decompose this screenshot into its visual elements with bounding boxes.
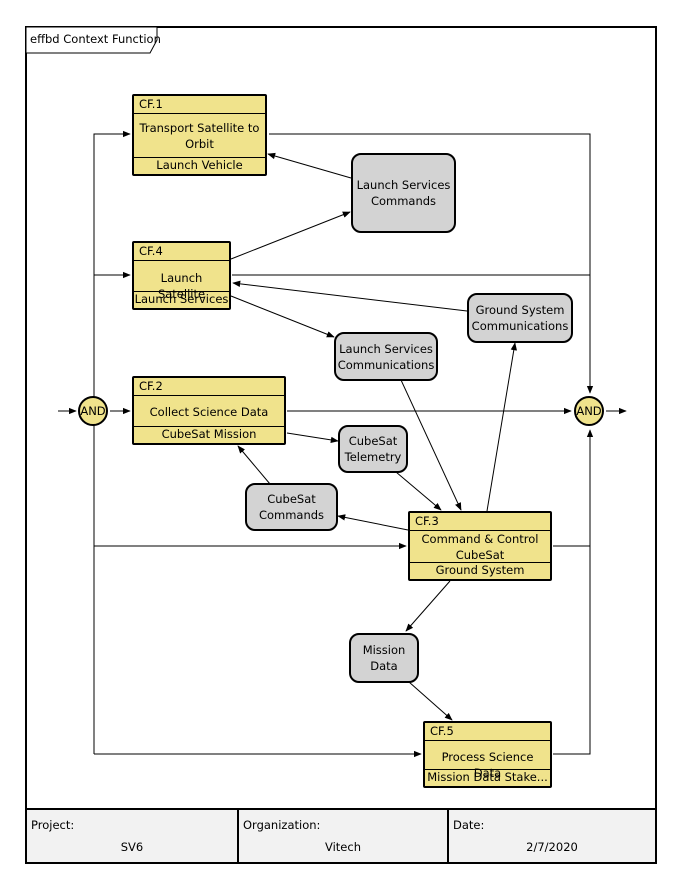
item-launch-services-communications[interactable]: Launch Services Communications	[334, 332, 438, 381]
lscomm-to-cf3	[400, 379, 462, 511]
cf2-to-telemetry	[286, 432, 339, 444]
cf3-to-gsc	[486, 342, 517, 512]
item-label-line2: Telemetry	[344, 450, 402, 464]
function-cf4[interactable]: CF.4 Launch Satellite Launch Services	[132, 241, 231, 310]
lsc-to-cf1	[267, 152, 352, 179]
and-node-right[interactable]: AND	[574, 396, 604, 426]
function-allocation: Ground System	[410, 562, 550, 579]
cf3-to-commands	[337, 514, 409, 531]
item-label-line2: Commands	[370, 194, 437, 208]
cf4-to-lscomm	[230, 295, 335, 338]
item-ground-system-communications[interactable]: Ground System Communications	[467, 293, 573, 343]
frame-title: effbd Context Function	[30, 32, 161, 46]
missiondata-to-cf5	[408, 681, 453, 721]
function-number: CF.2	[139, 379, 163, 393]
function-cf2[interactable]: CF.2 Collect Science Data CubeSat Missio…	[132, 376, 286, 445]
function-name-line1: Transport Satellite to	[139, 121, 260, 135]
diagram-footer: Project: SV6 Organization: Vitech Date: …	[25, 808, 657, 864]
item-label-line2: Commands	[258, 508, 325, 522]
function-cf3[interactable]: CF.3 Command & Control CubeSat Ground Sy…	[408, 511, 552, 581]
function-name: Collect Science Data	[149, 405, 269, 419]
organization-value: Vitech	[324, 840, 361, 854]
telemetry-to-cf3	[395, 471, 442, 511]
item-label-line1: Mission	[362, 643, 406, 657]
item-label-line1: CubeSat	[348, 434, 398, 448]
footer-organization: Organization: Vitech	[239, 810, 447, 862]
item-label-line1: Ground System	[475, 303, 565, 317]
function-number: CF.1	[139, 97, 163, 111]
project-value: SV6	[120, 840, 144, 854]
function-number: CF.3	[415, 514, 439, 528]
item-launch-services-commands[interactable]: Launch Services Commands	[351, 153, 456, 233]
function-allocation: Launch Services	[134, 291, 229, 306]
item-cubesat-commands[interactable]: CubeSat Commands	[245, 483, 338, 531]
cf3-to-and	[553, 429, 594, 547]
item-label-line1: Launch Services	[339, 341, 433, 356]
item-label-line2: Communications	[471, 319, 569, 333]
item-cubesat-telemetry[interactable]: CubeSat Telemetry	[338, 425, 408, 473]
cf4-to-lsc	[230, 211, 351, 260]
cf3-to-missiondata	[405, 580, 451, 632]
function-allocation: Launch Vehicle	[134, 157, 265, 174]
function-name-line1: Command & Control	[421, 532, 539, 546]
branch-to-cf1	[93, 130, 131, 396]
function-name-line2: Orbit	[185, 137, 214, 151]
item-mission-data[interactable]: Mission Data	[349, 633, 419, 683]
function-cf1[interactable]: CF.1 Transport Satellite to Orbit Launch…	[132, 94, 267, 176]
function-cf5[interactable]: CF.5 Process Science Data Mission Data S…	[423, 721, 552, 788]
function-allocation: Mission Data Stake...	[425, 769, 550, 786]
and-node-left[interactable]: AND	[78, 396, 108, 426]
footer-project: Project: SV6	[27, 810, 237, 862]
item-label-line2: Data	[370, 659, 398, 673]
cf5-to-and	[553, 546, 591, 755]
item-label-line1: CubeSat	[267, 492, 316, 506]
project-label: Project:	[31, 818, 75, 832]
footer-divider	[447, 810, 449, 862]
cf1-to-and	[269, 133, 594, 394]
function-name-line2: CubeSat	[455, 548, 505, 562]
function-name: Launch Satellite	[157, 271, 206, 301]
function-number: CF.5	[430, 724, 454, 738]
item-label-line1: Launch Services	[356, 178, 451, 192]
function-number: CF.4	[139, 244, 163, 258]
gsc-to-cf4	[232, 280, 468, 312]
date-label: Date:	[453, 818, 485, 832]
item-label-line2: Communications	[337, 357, 435, 372]
function-allocation: CubeSat Mission	[134, 426, 284, 443]
date-value: 2/7/2020	[526, 840, 578, 854]
footer-divider	[237, 810, 239, 862]
commands-to-cf2	[237, 445, 271, 485]
footer-date: Date: 2/7/2020	[449, 810, 655, 862]
organization-label: Organization:	[243, 818, 321, 832]
